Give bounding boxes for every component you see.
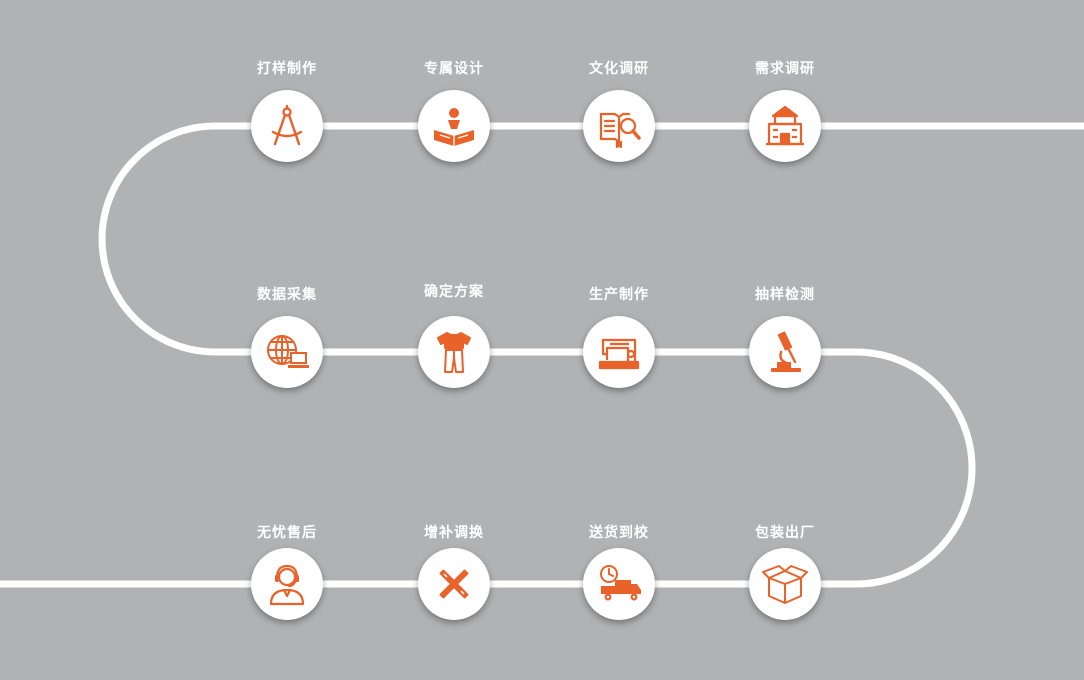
step-node-8: [749, 316, 821, 388]
step-node-9: [749, 548, 821, 620]
microscope-icon: [771, 331, 801, 372]
globe-computer-icon: [267, 335, 309, 368]
compass-icon: [271, 104, 303, 146]
book-magnifier-icon: [599, 112, 641, 149]
uniform-icon: [437, 332, 471, 373]
step-node-7: [583, 316, 655, 388]
step-label-11: 增补调换: [424, 525, 484, 541]
step-label-8: 抽样检测: [755, 287, 815, 303]
designer-book-icon: [434, 108, 474, 146]
tools-icon: [439, 569, 469, 599]
step-node-3: [418, 90, 490, 162]
step-label-4: 打样制作: [257, 61, 317, 77]
step-node-10: [583, 548, 655, 620]
step-label-12: 无忧售后: [257, 525, 317, 541]
step-label-6: 确定方案: [424, 284, 484, 300]
step-node-6: [418, 316, 490, 388]
step-label-2: 文化调研: [589, 61, 649, 77]
school-building-icon: [766, 105, 804, 146]
step-label-5: 数据采集: [257, 287, 317, 303]
step-node-12: [251, 548, 323, 620]
step-node-2: [583, 90, 655, 162]
step-label-9: 包装出厂: [755, 525, 815, 541]
step-label-3: 专属设计: [424, 61, 484, 77]
sewing-machine-icon: [598, 338, 640, 370]
customer-service-icon: [269, 564, 305, 606]
step-node-11: [418, 548, 490, 620]
step-node-1: [749, 90, 821, 162]
step-label-10: 送货到校: [589, 525, 649, 541]
step-node-4: [251, 90, 323, 162]
step-label-7: 生产制作: [589, 287, 649, 303]
delivery-truck-icon: [600, 565, 641, 601]
step-label-1: 需求调研: [755, 61, 815, 77]
flow-path-line: [0, 122, 1084, 588]
step-node-5: [251, 316, 323, 388]
box-icon: [762, 565, 808, 604]
